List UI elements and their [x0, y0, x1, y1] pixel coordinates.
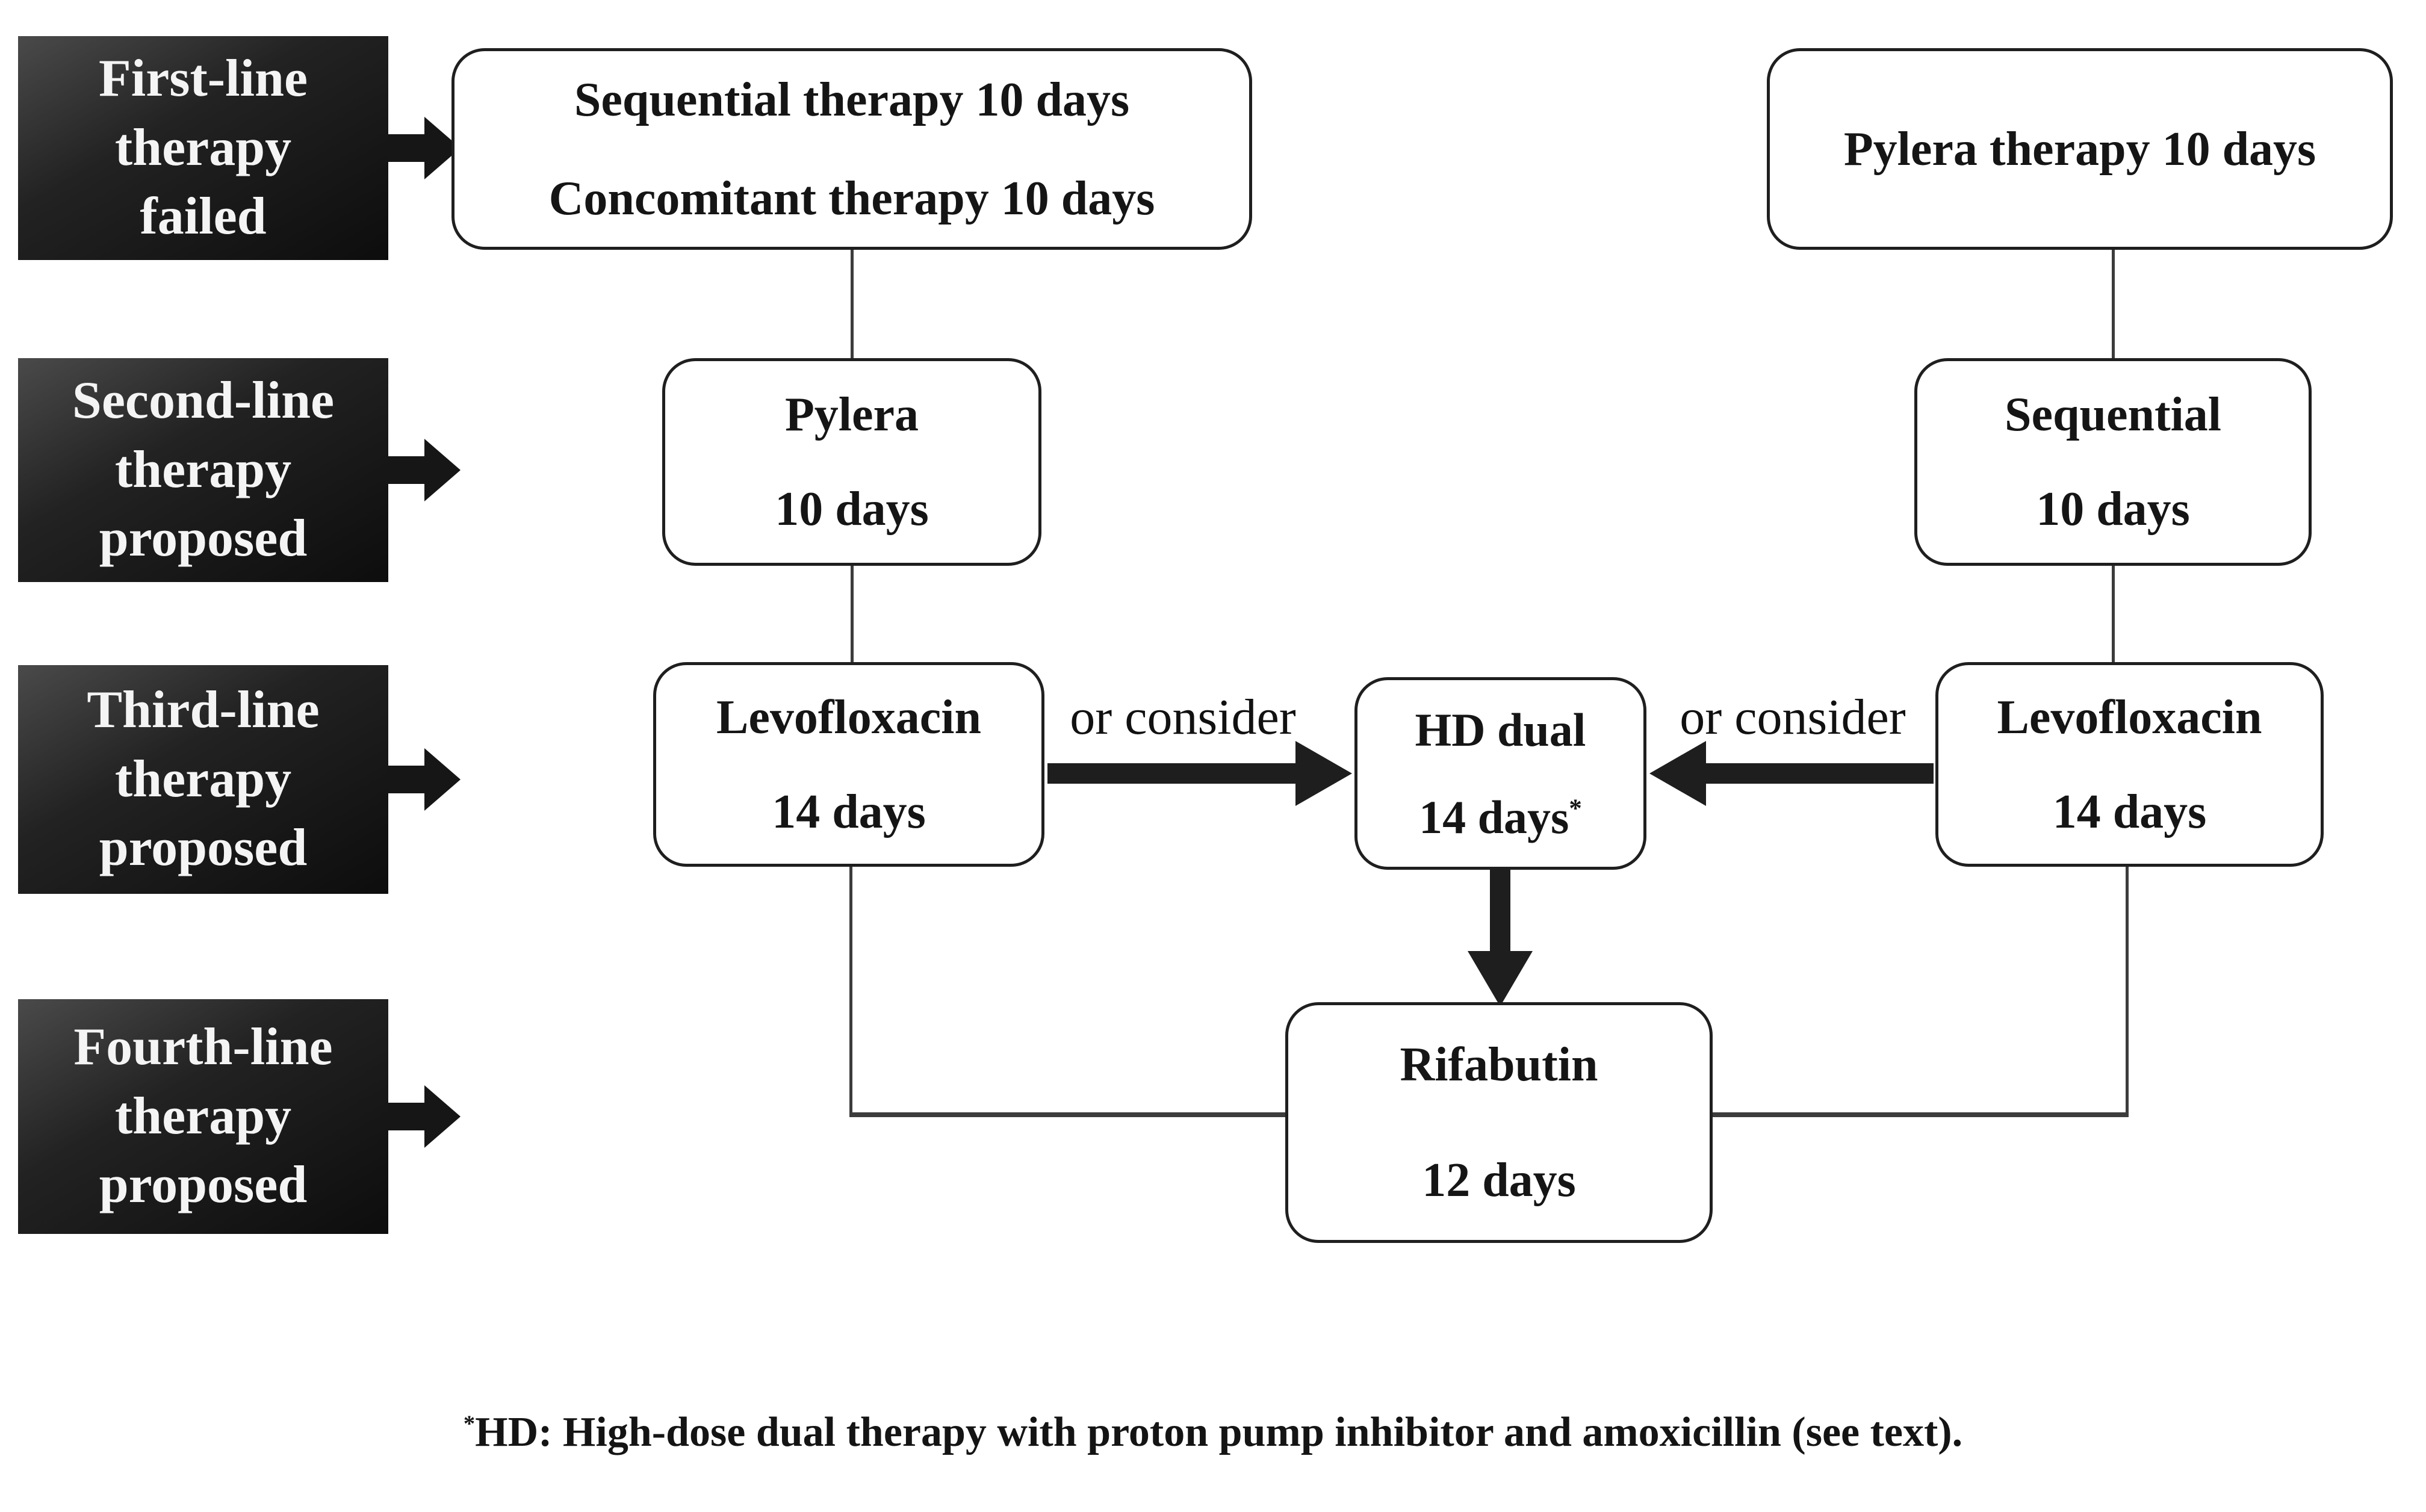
thick-arrow-down-icon [1490, 869, 1510, 954]
arrow-right-icon [424, 439, 461, 501]
node-hd-dual: HD dual 14 days* [1354, 677, 1646, 870]
stage-label-line: proposed [99, 1156, 308, 1215]
stage-label-line: Fourth-line [73, 1018, 333, 1077]
stage-label-fourth-line: Fourth-line therapy proposed [18, 999, 388, 1234]
connector-pylera-to-levofloxacin-left [851, 565, 854, 663]
node-text: Levofloxacin [1997, 690, 2262, 744]
node-text: 14 days [772, 785, 926, 838]
stage-label-line: First-line [98, 49, 308, 108]
node-text: 12 days [1422, 1154, 1576, 1207]
node-pylera-therapy: Pylera therapy 10 days [1767, 48, 2393, 250]
node-text: 14 days* [1419, 790, 1582, 843]
node-text: HD dual [1415, 703, 1586, 756]
node-sequential-concomitant: Sequential therapy 10 days Concomitant t… [451, 48, 1252, 250]
footnote-text: HD: High-dose dual therapy with proton p… [475, 1409, 1963, 1455]
thick-arrow-right-icon [1047, 763, 1299, 784]
node-text: 10 days [775, 483, 929, 536]
node-text: Levofloxacin [716, 690, 981, 744]
thick-arrow-right-icon [1295, 741, 1352, 806]
node-text: Rifabutin [1400, 1038, 1598, 1091]
node-text: 14 days [1419, 790, 1569, 843]
node-sequential: Sequential 10 days [1914, 358, 2312, 566]
connector-levofloxacin-right-down [2126, 866, 2129, 1116]
connector-seqconc-to-pylera [851, 249, 854, 359]
arrow-right-icon [388, 134, 428, 162]
footnote: *HD: High-dose dual therapy with proton … [0, 1408, 2426, 1457]
node-text: Sequential [2004, 388, 2222, 441]
node-text: 14 days [2052, 785, 2207, 838]
node-text: Pylera therapy 10 days [1843, 122, 2316, 176]
stage-label-first-line: First-line therapy failed [18, 36, 388, 260]
connector-sequential-to-levofloxacin-right [2112, 565, 2115, 663]
stage-label-line: proposed [99, 819, 308, 878]
thick-arrow-left-icon [1649, 741, 1706, 806]
node-levofloxacin-right: Levofloxacin 14 days [1935, 662, 2324, 867]
stage-label-line: failed [140, 187, 267, 246]
connector-left-to-rifabutin [849, 1112, 1286, 1117]
node-text: Sequential therapy 10 days [574, 73, 1130, 126]
node-text: 10 days [2036, 483, 2190, 536]
node-levofloxacin-left: Levofloxacin 14 days [653, 662, 1044, 867]
stage-label-third-line: Third-line therapy proposed [18, 665, 388, 894]
or-consider-label-left: or consider [1070, 689, 1296, 745]
arrow-right-icon [388, 766, 428, 793]
stage-label-line: therapy [114, 440, 292, 499]
stage-label-line: Second-line [72, 371, 335, 430]
arrow-right-icon [388, 1103, 428, 1130]
node-text: Pylera [784, 388, 919, 441]
arrow-right-icon [424, 1085, 461, 1148]
thick-arrow-down-icon [1468, 951, 1533, 1006]
connector-pyleratherapy-to-sequential [2112, 249, 2115, 359]
connector-levofloxacin-left-down [849, 866, 852, 1116]
node-pylera: Pylera 10 days [662, 358, 1041, 566]
stage-label-line: Third-line [87, 681, 320, 740]
arrow-right-icon [424, 748, 461, 811]
stage-label-line: therapy [114, 118, 292, 177]
connector-right-to-rifabutin [1711, 1112, 2129, 1117]
footnote-marker: * [1569, 794, 1582, 823]
stage-label-second-line: Second-line therapy proposed [18, 358, 388, 582]
footnote-marker: * [463, 1411, 476, 1437]
node-rifabutin: Rifabutin 12 days [1285, 1002, 1713, 1243]
or-consider-label-right: or consider [1680, 689, 1906, 745]
arrow-right-icon [388, 456, 428, 484]
stage-label-line: proposed [99, 509, 308, 568]
stage-label-line: therapy [114, 749, 292, 808]
stage-label-line: therapy [114, 1086, 292, 1145]
node-text: Concomitant therapy 10 days [548, 172, 1155, 225]
thick-arrow-left-icon [1704, 763, 1934, 784]
